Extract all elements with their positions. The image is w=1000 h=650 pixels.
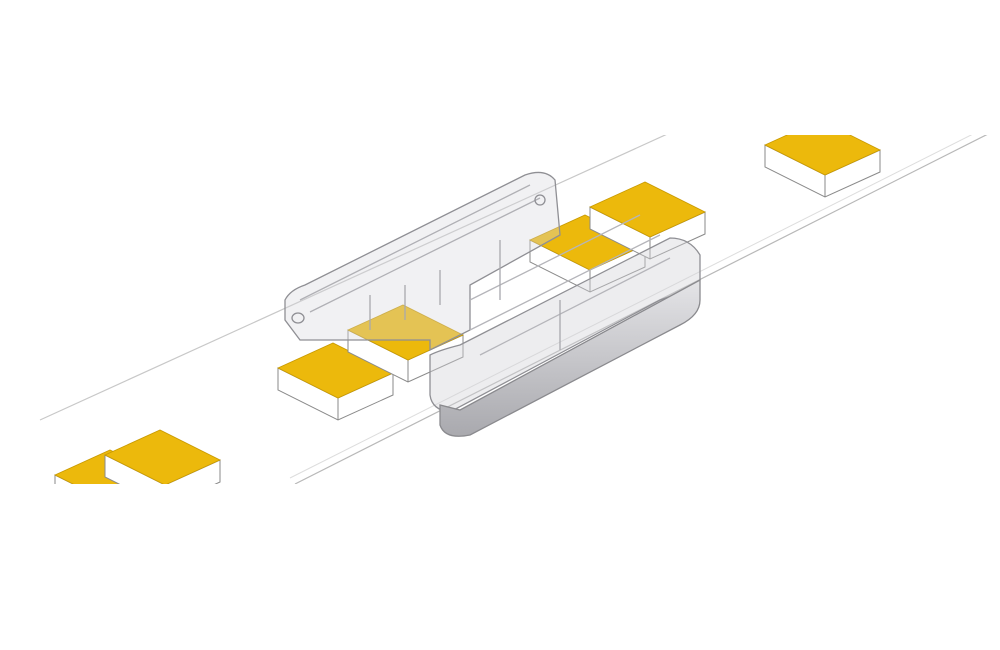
- strip-back-edge: [39, 135, 667, 421]
- led-chip: [764, 135, 881, 198]
- connector-housing: [284, 171, 701, 437]
- led-chip: [104, 429, 221, 484]
- strip-front-edge: [294, 135, 988, 484]
- strip-inner-edge: [289, 135, 973, 479]
- led-chip: [347, 304, 464, 383]
